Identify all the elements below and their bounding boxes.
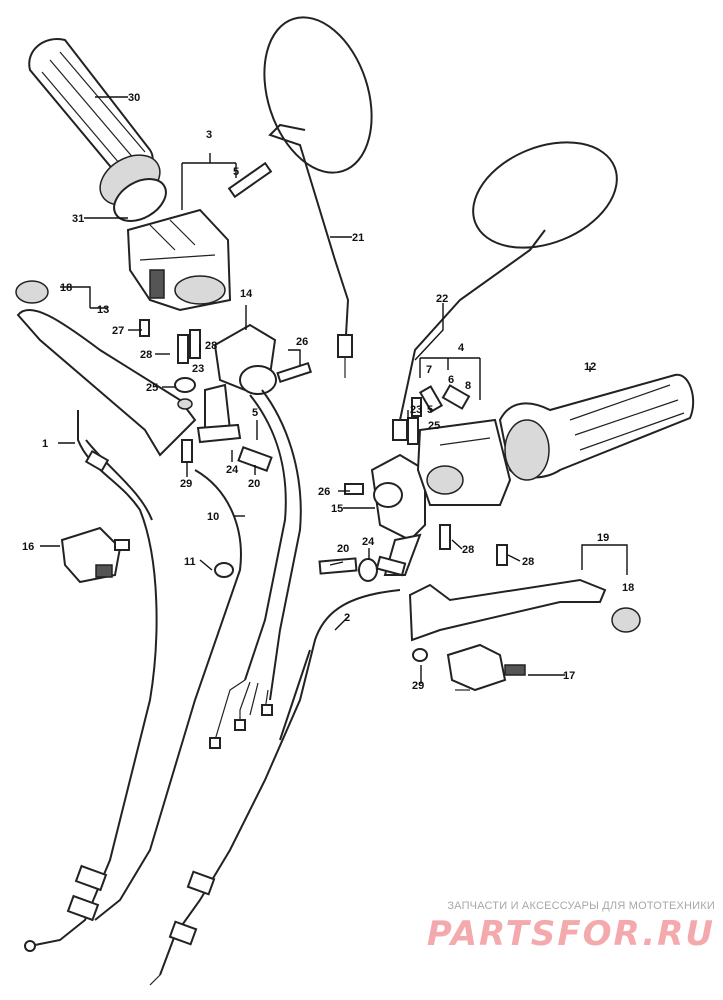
callout-5-right: 5 bbox=[427, 404, 433, 416]
callout-28-right-a: 28 bbox=[462, 544, 474, 556]
callout-21: 21 bbox=[352, 232, 364, 244]
callout-20-right: 20 bbox=[337, 543, 349, 555]
callout-18-right: 18 bbox=[622, 582, 634, 594]
callout-14: 14 bbox=[240, 288, 253, 300]
right-brake-lever bbox=[408, 578, 641, 642]
callout-20-left: 20 bbox=[248, 478, 260, 490]
left-clutch-lever bbox=[15, 280, 197, 457]
right-throttle-cable bbox=[149, 589, 401, 986]
watermark-logo: PARTSFOR.RU bbox=[426, 914, 715, 954]
callout-18-left: 18 bbox=[60, 282, 72, 294]
callout-11: 11 bbox=[184, 556, 196, 568]
callout-25-right: 25 bbox=[428, 420, 440, 432]
callout-26-left: 26 bbox=[296, 336, 308, 348]
watermark-caption: ЗАПЧАСТИ И АКСЕССУАРЫ ДЛЯ МОТОТЕХНИКИ bbox=[447, 900, 715, 912]
callout-27: 27 bbox=[112, 325, 124, 337]
callout-23-left: 23 bbox=[192, 363, 204, 375]
callout-13: 13 bbox=[97, 304, 109, 316]
right-mirror bbox=[392, 141, 618, 441]
right-throttle-housing bbox=[416, 373, 695, 506]
callout-6: 6 bbox=[448, 374, 454, 386]
callout-16: 16 bbox=[22, 541, 34, 553]
callout-24-left: 24 bbox=[226, 464, 239, 476]
watermark: ЗАПЧАСТИ И АКСЕССУАРЫ ДЛЯ МОТОТЕХНИКИ PA… bbox=[395, 900, 715, 954]
left-mirror bbox=[263, 16, 373, 378]
left-hardware bbox=[139, 161, 313, 578]
leader-lines bbox=[40, 96, 628, 684]
right-hardware bbox=[318, 384, 508, 662]
callout-8: 8 bbox=[465, 380, 471, 392]
callout-labels: 30 31 3 5 18 13 14 21 27 28 28 23 25 26 … bbox=[22, 92, 634, 692]
right-brake-switch bbox=[446, 643, 526, 692]
callout-22: 22 bbox=[436, 293, 448, 305]
callout-24-right: 24 bbox=[362, 536, 375, 548]
callout-26-right: 26 bbox=[318, 486, 330, 498]
callout-29-right: 29 bbox=[412, 680, 424, 692]
callout-31: 31 bbox=[72, 213, 84, 225]
callout-25-left: 25 bbox=[146, 382, 158, 394]
callout-29-left: 29 bbox=[180, 478, 192, 490]
callout-4: 4 bbox=[458, 342, 465, 354]
callout-1: 1 bbox=[42, 438, 48, 450]
callout-10: 10 bbox=[207, 511, 219, 523]
callout-19: 19 bbox=[597, 532, 609, 544]
callout-12: 12 bbox=[584, 361, 596, 373]
left-cables bbox=[24, 410, 242, 952]
right-lever-bracket bbox=[370, 453, 426, 576]
callout-7: 7 bbox=[426, 364, 432, 376]
wiring-harness bbox=[209, 389, 302, 749]
callout-5-middle: 5 bbox=[252, 407, 258, 419]
callout-23-right: 23 bbox=[410, 404, 422, 416]
callout-15: 15 bbox=[331, 503, 343, 515]
left-grip bbox=[28, 38, 167, 222]
callout-28-left-b: 28 bbox=[205, 340, 217, 352]
callout-28-left-a: 28 bbox=[140, 349, 152, 361]
callout-5-left: 5 bbox=[233, 166, 239, 178]
callout-3: 3 bbox=[206, 129, 212, 141]
callout-28-right-b: 28 bbox=[522, 556, 534, 568]
callout-2: 2 bbox=[344, 612, 350, 624]
left-starter-switch bbox=[60, 526, 130, 584]
callout-17: 17 bbox=[563, 670, 575, 682]
callout-30: 30 bbox=[128, 92, 140, 104]
left-switch-housing bbox=[126, 208, 232, 312]
